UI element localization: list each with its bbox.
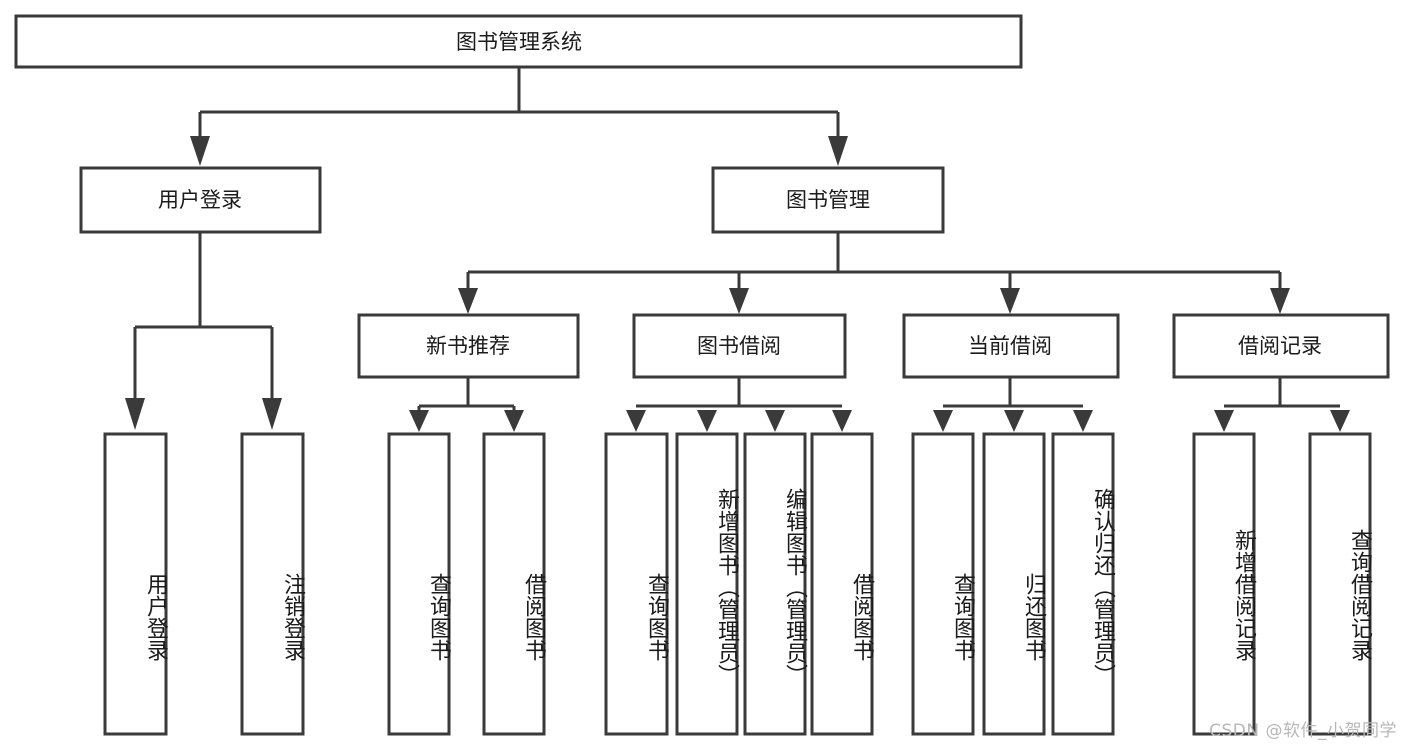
arrow-head-cb-2 xyxy=(1073,410,1093,432)
connector-root-to-level1 xyxy=(190,67,848,166)
arrow-head-cb-0 xyxy=(933,410,953,432)
leaf-box-borrow-record-0[interactable] xyxy=(1192,432,1256,736)
node-current-borrow-label: 当前借阅 xyxy=(968,334,1052,358)
connector-user-login-to-leaves xyxy=(125,232,282,430)
node-borrow-record-label: 借阅记录 xyxy=(1238,334,1322,358)
node-borrow-record[interactable]: 借阅记录 xyxy=(1172,313,1390,379)
node-user-login[interactable]: 用户登录 xyxy=(79,166,322,234)
arrow-head-user-login xyxy=(190,136,210,166)
connector-borrow-record-to-leaves xyxy=(1214,378,1350,432)
node-root-system-box[interactable] xyxy=(14,14,1023,69)
node-user-login-label: 用户登录 xyxy=(158,188,242,212)
arrow-head-cb-1 xyxy=(1004,410,1024,432)
node-book-borrow-label: 图书借阅 xyxy=(697,334,781,358)
node-current-borrow[interactable]: 当前借阅 xyxy=(902,313,1120,379)
leaf-box-new-book-0[interactable] xyxy=(387,432,451,736)
csdn-watermark: CSDN @软件_小贺同学 xyxy=(1209,721,1397,741)
arrow-head-bb-2 xyxy=(765,410,785,432)
leaf-box-book-borrow-2[interactable] xyxy=(743,432,807,736)
arrow-head-nb-1 xyxy=(504,410,524,432)
arrow-head-l2-3 xyxy=(1270,288,1290,314)
arrow-head-book-manage xyxy=(828,136,848,166)
connector-book-borrow-to-leaves xyxy=(626,378,852,432)
arrow-head-l2-1 xyxy=(729,288,749,314)
node-new-book-recommend-label: 新书推荐 xyxy=(426,334,510,358)
leaf-box-user-login-0[interactable] xyxy=(103,432,168,736)
node-book-manage-box[interactable] xyxy=(711,166,945,234)
node-book-borrow[interactable]: 图书借阅 xyxy=(632,313,847,379)
leaf-box-borrow-record-1[interactable] xyxy=(1308,432,1372,736)
connector-current-borrow-to-leaves xyxy=(933,378,1093,432)
node-book-borrow-box[interactable] xyxy=(632,313,847,379)
node-root-system-label: 图书管理系统 xyxy=(456,30,582,54)
leaf-box-new-book-1[interactable] xyxy=(482,432,546,736)
connector-new-book-to-leaves xyxy=(409,378,524,432)
connector-book-manage-to-level2 xyxy=(458,232,1290,314)
leaf-box-current-borrow-1[interactable] xyxy=(982,432,1046,736)
arrow-head-br-0 xyxy=(1214,410,1234,432)
leaf-box-book-borrow-3[interactable] xyxy=(810,432,874,736)
arrow-head-bb-1 xyxy=(697,410,717,432)
arrow-head-ul-0 xyxy=(125,398,145,430)
arrow-head-bb-0 xyxy=(626,410,646,432)
node-root-system[interactable]: 图书管理系统 xyxy=(14,14,1023,69)
leaf-box-current-borrow-2[interactable] xyxy=(1051,432,1115,736)
arrow-head-l2-2 xyxy=(1000,288,1020,314)
arrow-head-l2-0 xyxy=(458,288,478,314)
node-current-borrow-box[interactable] xyxy=(902,313,1120,379)
arrow-head-bb-3 xyxy=(832,410,852,432)
node-new-book-recommend-box[interactable] xyxy=(357,313,580,379)
node-borrow-record-box[interactable] xyxy=(1172,313,1390,379)
node-book-manage[interactable]: 图书管理 xyxy=(711,166,945,234)
arrow-head-ul-1 xyxy=(262,398,282,430)
leaf-box-user-login-1[interactable] xyxy=(240,432,305,736)
arrow-head-nb-0 xyxy=(409,410,429,432)
node-book-manage-label: 图书管理 xyxy=(786,188,870,212)
node-user-login-box[interactable] xyxy=(79,166,322,234)
leaf-box-book-borrow-1[interactable] xyxy=(675,432,739,736)
node-new-book-recommend[interactable]: 新书推荐 xyxy=(357,313,580,379)
leaf-box-book-borrow-0[interactable] xyxy=(604,432,669,736)
arrow-head-br-1 xyxy=(1330,410,1350,432)
leaf-box-current-borrow-0[interactable] xyxy=(911,432,975,736)
